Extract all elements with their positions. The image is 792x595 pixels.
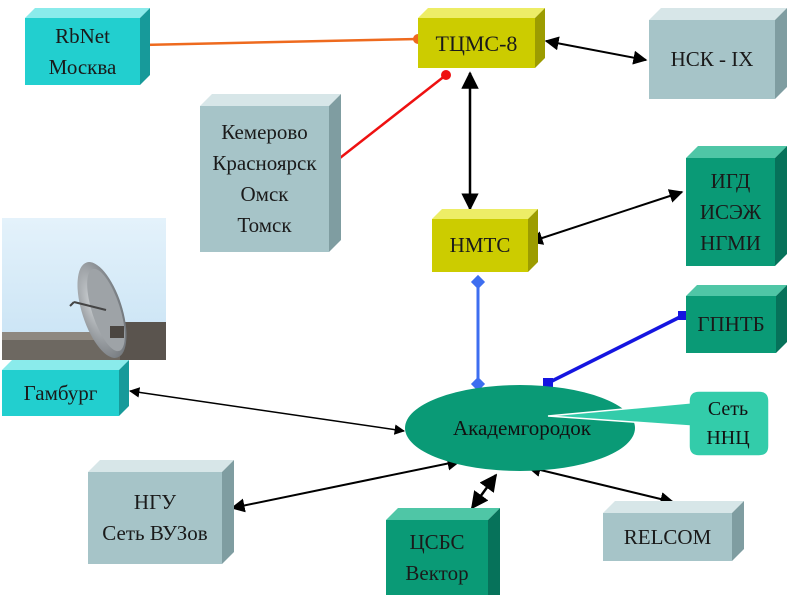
node-akademgorodok-shape[interactable] <box>405 385 635 471</box>
node-akademgorodok-label: Академгородок <box>452 415 592 440</box>
callout-line-1: Сеть <box>707 397 749 420</box>
node-ngu[interactable]: НГУ Сеть ВУЗов <box>88 460 234 564</box>
node-relcom[interactable]: RELCOM <box>603 501 744 561</box>
link-endpoint <box>441 70 451 80</box>
link-nmts-igd <box>528 189 684 245</box>
link-gpntb-akadem <box>547 314 683 385</box>
node-akademgorodok[interactable]: Академгородок <box>408 386 636 470</box>
link-endpoint <box>543 378 553 388</box>
link-ngu-akadem <box>230 456 462 513</box>
link-tcms-nskix <box>544 36 648 65</box>
link-hamburg-akadem <box>128 387 406 435</box>
callout-line-2: ННЦ <box>706 426 750 449</box>
link-relcom-akadem <box>526 463 675 506</box>
link-csbs-akadem <box>470 473 498 510</box>
link-endpoint <box>678 311 687 320</box>
link-endpoint <box>470 274 486 290</box>
satellite-dish-photo <box>2 218 166 360</box>
link-rbnet-tcms <box>140 37 419 47</box>
callout-bubble <box>547 390 770 457</box>
link-siberia-tcms <box>330 74 447 166</box>
node-csbs[interactable]: ЦСБС Вектор <box>386 508 500 595</box>
